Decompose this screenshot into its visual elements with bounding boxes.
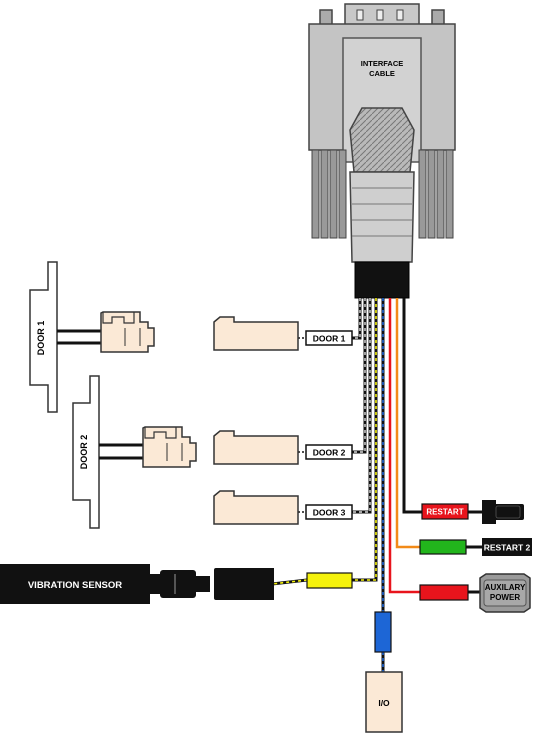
io-module: I/O (365, 671, 403, 733)
restart-2-connector: RESTART 2 (482, 538, 532, 556)
restart-fuse: RESTART (421, 503, 469, 520)
io-fuse (374, 611, 392, 653)
restart-2-fuse (419, 539, 467, 555)
auxiliary-power-line1: AUXILARY (485, 583, 526, 592)
right-grip-fins (418, 149, 454, 239)
vibration-sensor-label: VIBRATION SENSOR (28, 580, 122, 591)
door-2-panel-label: DOOR 2 (79, 435, 89, 470)
door-1-harness-plug (213, 316, 299, 351)
door-1-tag-label: DOOR 1 (313, 334, 346, 344)
restart-plug (482, 500, 524, 524)
auxiliary-power-line2: POWER (490, 593, 520, 602)
restart-fuse-label: RESTART (426, 508, 463, 517)
auxiliary-power-fuse (419, 584, 469, 601)
vibration-sensor-fuse (306, 572, 353, 589)
door-2-switch-plug (142, 426, 197, 468)
door-3-tag-label: DOOR 3 (313, 508, 346, 518)
restart-2-label: RESTART 2 (484, 543, 531, 553)
door-3-tag: DOOR 3 (305, 504, 353, 520)
connector-label-line2: CABLE (369, 69, 395, 78)
door-2-tag: DOOR 2 (305, 444, 353, 460)
wire-bundle (271, 298, 482, 672)
door-1-tag: DOOR 1 (305, 330, 353, 346)
door-1-panel: DOOR 1 (29, 261, 155, 413)
vibration-sensor: VIBRATION SENSOR (0, 564, 274, 604)
interface-cable-connector: INTERFACE CABLE (308, 3, 456, 299)
auxiliary-power-connector: AUXILARY POWER (479, 573, 531, 613)
door-3-harness-plug (213, 490, 299, 525)
door-1-switch-plug (100, 311, 155, 353)
connector-label-line1: INTERFACE (361, 59, 404, 68)
door-1-panel-label: DOOR 1 (36, 321, 46, 356)
door-2-panel: DOOR 2 (72, 375, 197, 529)
left-grip-fins (311, 149, 347, 239)
door-2-harness-plug (213, 430, 299, 465)
io-label: I/O (378, 698, 390, 708)
door-2-tag-label: DOOR 2 (313, 448, 346, 458)
